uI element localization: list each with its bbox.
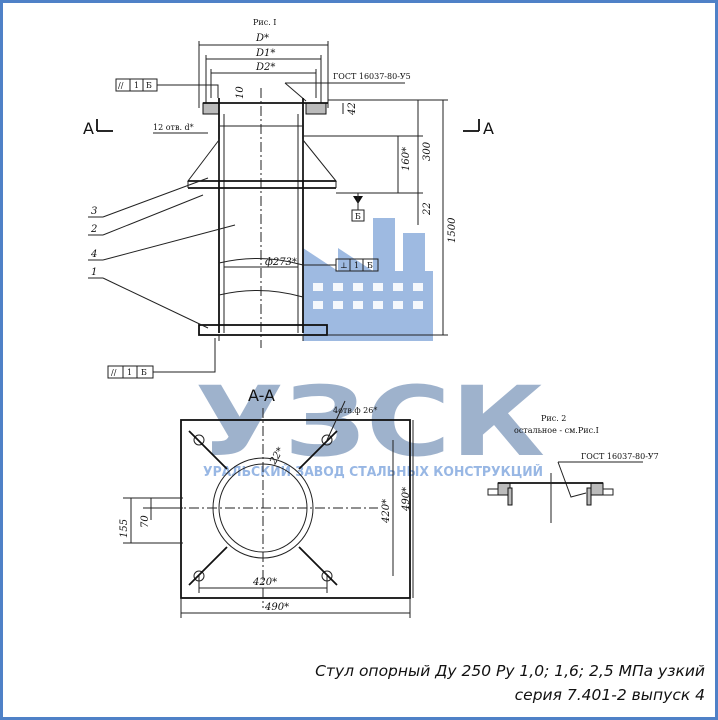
svg-text:Б: Б	[355, 212, 361, 221]
caption-line-2: серия 7.401-2 выпуск 4	[514, 686, 705, 704]
fig2-title: Рис. 2	[541, 414, 566, 423]
dim-22: 22	[422, 202, 433, 216]
svg-text://: //	[111, 368, 117, 377]
gost-fig2: ГОСТ 16037-80-У7	[581, 452, 659, 461]
dim-10: 10	[235, 86, 246, 99]
dim-490-horizontal: 490*	[264, 602, 289, 613]
svg-text:⊥: ⊥	[340, 261, 348, 270]
dim-D1: D1*	[255, 48, 275, 59]
elevation-view	[186, 88, 338, 348]
dim-490-vertical: 490*	[401, 487, 412, 512]
svg-text://: //	[118, 81, 124, 90]
vertical-dimensions	[303, 99, 448, 336]
svg-text:1: 1	[91, 267, 97, 278]
svg-text:Б: Б	[146, 81, 152, 90]
svg-text:4: 4	[90, 249, 97, 260]
drawing-caption: Стул опорный Ду 250 Ру 1,0; 1,6; 2,5 МПа…	[315, 659, 705, 707]
dim-D2: D2*	[255, 62, 275, 73]
dim-42: 42	[347, 102, 358, 116]
caption-line-1: Стул опорный Ду 250 Ру 1,0; 1,6; 2,5 МПа…	[315, 662, 705, 680]
svg-text:1: 1	[127, 368, 132, 377]
svg-text:Б: Б	[141, 368, 147, 377]
svg-text:1: 1	[354, 261, 359, 270]
fig1-title: Рис. I	[253, 18, 276, 27]
svg-text:3: 3	[91, 206, 97, 217]
plan-dimensions	[123, 420, 414, 618]
section-title: A-A	[248, 386, 275, 405]
datum-B: Б	[351, 193, 365, 222]
gost-fig1: ГОСТ 16037-80-У5	[333, 72, 411, 81]
watermark-logo-text: УЗСК	[195, 366, 545, 478]
fig2-flange-detail	[487, 473, 614, 523]
holes-label: 12 отв. d*	[153, 123, 194, 132]
dim-155: 155	[119, 519, 130, 538]
svg-text:Б: Б	[367, 261, 373, 270]
plan-view	[153, 408, 411, 608]
part-callouts: 3 2 4 1	[88, 177, 236, 329]
svg-text:1: 1	[134, 81, 139, 90]
dim-70: 70	[140, 515, 151, 528]
fig2-note: остальное - см.Рис.I	[514, 426, 599, 435]
pipe-diameter: ф273*	[265, 257, 297, 268]
dim-D: D*	[255, 33, 269, 44]
technical-drawing: УЗСК УРАЛЬСКИЙ ЗАВОД СТАЛЬНЫХ КОНСТРУКЦИ…	[83, 18, 659, 618]
dim-420-vertical: 420*	[381, 499, 392, 524]
section-mark-right: A	[483, 119, 494, 138]
dim-300: 300	[422, 141, 433, 161]
watermark-building-icon	[303, 218, 433, 341]
plan-holes-label: 4отв.ф 26*	[333, 406, 377, 415]
dim-1500: 1500	[447, 217, 458, 243]
svg-text:2: 2	[90, 224, 97, 235]
dim-160: 160*	[401, 147, 412, 171]
watermark-subtitle: УРАЛЬСКИЙ ЗАВОД СТАЛЬНЫХ КОНСТРУКЦИЙ	[203, 464, 543, 480]
dim-420-horizontal: 420*	[252, 577, 277, 588]
section-mark-left: A	[83, 119, 94, 138]
